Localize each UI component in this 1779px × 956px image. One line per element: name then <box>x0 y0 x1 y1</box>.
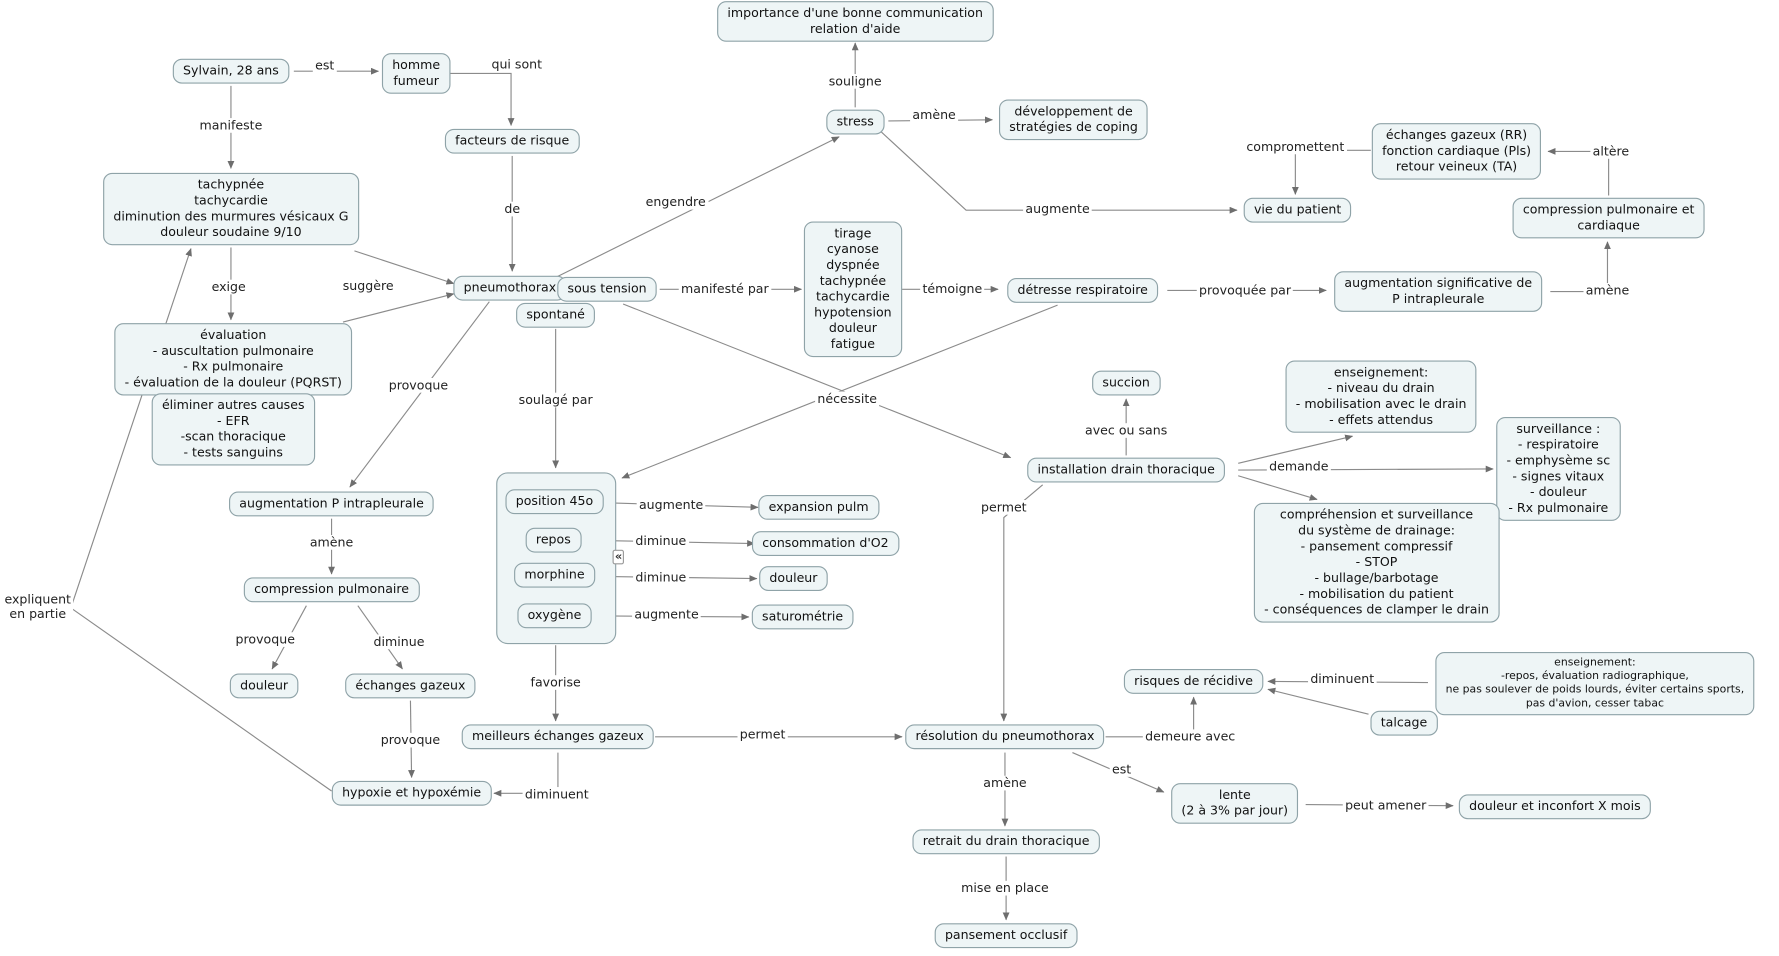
node-echanges-rr[interactable]: échanges gazeux (RR) fonction cardiaque … <box>1371 123 1542 180</box>
edge-label-temoigne[interactable]: témoigne <box>920 281 985 297</box>
node-communication[interactable]: importance d'une bonne communication rel… <box>717 1 994 42</box>
edge-label-demande[interactable]: demande <box>1266 459 1331 475</box>
edge-label-provoque-augp[interactable]: provoque <box>386 377 451 393</box>
node-compression-cardiaque[interactable]: compression pulmonaire et cardiaque <box>1512 197 1705 239</box>
edge-qui-sont <box>448 72 515 126</box>
edge-label-exige[interactable]: exige <box>209 279 249 295</box>
node-position-45[interactable]: position 45o <box>505 489 604 515</box>
edge-augmente-vie <box>879 130 1238 214</box>
edge-diminuent-talcage <box>1267 687 1369 715</box>
node-saturometrie[interactable]: saturométrie <box>751 604 854 630</box>
node-hypoxie[interactable]: hypoxie et hypoxémie <box>331 780 492 806</box>
edge-label-permet-resolution[interactable]: permet <box>978 500 1029 515</box>
edge-label-engendre[interactable]: engendre <box>643 194 708 210</box>
edge-compromettent <box>1291 149 1371 195</box>
edge-provoque-augp <box>349 301 490 488</box>
edge-label-provoquee-par[interactable]: provoquée par <box>1196 283 1294 298</box>
edge-suggere-evaluation <box>342 292 455 323</box>
edge-label-qui-sont[interactable]: qui sont <box>489 57 545 72</box>
node-consommation-o2[interactable]: consommation d'O2 <box>751 531 899 556</box>
edge-label-mise-en-place[interactable]: mise en place <box>958 880 1052 896</box>
edge-label-amene-coping[interactable]: amène <box>910 107 959 123</box>
node-vie-patient[interactable]: vie du patient <box>1243 197 1352 223</box>
edge-label-peut-amener[interactable]: peut amener <box>1342 798 1429 814</box>
node-douleur[interactable]: douleur <box>229 673 299 699</box>
node-enseignement-drain[interactable]: enseignement: - niveau du drain - mobili… <box>1285 360 1477 433</box>
node-retrait-drain[interactable]: retrait du drain thoracique <box>912 829 1100 855</box>
edge-label-amene-cp[interactable]: amène <box>307 535 356 550</box>
node-augmentation-sig[interactable]: augmentation significative de P intraple… <box>1334 271 1543 312</box>
edge-demande-enseignement <box>1238 434 1354 464</box>
node-signes-detresse[interactable]: tirage cyanose dyspnée tachypnée tachyca… <box>803 221 902 358</box>
node-eliminer-causes[interactable]: éliminer autres causes - EFR -scan thora… <box>151 393 315 466</box>
node-pneumothorax[interactable]: pneumothorax <box>453 275 567 301</box>
node-comprehension-drainage[interactable]: compréhension et surveillance du système… <box>1253 502 1500 623</box>
edge-label-est[interactable]: est <box>312 58 337 73</box>
node-installation-drain[interactable]: installation drain thoracique <box>1027 457 1226 483</box>
edge-label-diminue-douleur[interactable]: diminue <box>633 570 689 585</box>
edge-label-manifeste[interactable]: manifeste <box>197 118 265 133</box>
node-compression-pulmonaire[interactable]: compression pulmonaire <box>243 577 420 603</box>
edge-label-diminue-o2[interactable]: diminue <box>633 533 689 549</box>
node-sous-tension[interactable]: sous tension <box>557 276 657 302</box>
edge-label-demeure-avec[interactable]: demeure avec <box>1142 729 1238 745</box>
edge-label-provoque-hypoxie[interactable]: provoque <box>378 732 443 748</box>
node-morphine[interactable]: morphine <box>514 562 595 588</box>
edge-label-compromettent[interactable]: compromettent <box>1244 139 1347 155</box>
edge-permet-resolution <box>1000 484 1044 722</box>
edge-label-augmente-sat[interactable]: augmente <box>632 607 701 623</box>
edge-label-altere[interactable]: altère <box>1590 144 1632 159</box>
edge-label-augmente-expansion[interactable]: augmente <box>636 497 706 513</box>
node-evaluation[interactable]: évaluation - auscultation pulmonaire - R… <box>114 323 353 396</box>
node-spontane[interactable]: spontané <box>516 302 596 328</box>
node-sylvain[interactable]: Sylvain, 28 ans <box>172 58 290 84</box>
edge-label-soulage-par[interactable]: soulagé par <box>516 392 595 408</box>
edge-necessite-drain <box>622 303 1012 459</box>
node-augmentation-p[interactable]: augmentation P intrapleurale <box>229 491 435 517</box>
node-expansion-pulm[interactable]: expansion pulm <box>758 494 879 520</box>
node-detresse[interactable]: détresse respiratoire <box>1007 277 1159 303</box>
edge-label-suggere[interactable]: suggère <box>340 278 396 294</box>
edge-label-amene-retrait[interactable]: amène <box>980 775 1029 791</box>
edge-necessite-traitements <box>621 304 1058 479</box>
node-oxygene[interactable]: oxygène <box>517 603 592 629</box>
node-lente[interactable]: lente (2 à 3% par jour) <box>1171 783 1299 824</box>
node-resolution[interactable]: résolution du pneumothorax <box>905 724 1105 750</box>
node-douleur-inconfort[interactable]: douleur et inconfort X mois <box>1458 794 1651 820</box>
edge-label-favorise[interactable]: favorise <box>528 675 584 690</box>
node-stress[interactable]: stress <box>826 109 885 135</box>
node-talcage[interactable]: talcage <box>1370 710 1438 736</box>
edge-label-diminuent-hypoxie[interactable]: diminuent <box>522 787 591 802</box>
edge-suggere-symptomes <box>354 250 455 285</box>
node-pansement-occlusif[interactable]: pansement occlusif <box>934 923 1078 949</box>
edge-label-expliquent[interactable]: expliquent en partie <box>2 592 74 622</box>
edge-label-diminue-eg[interactable]: diminue <box>371 634 427 650</box>
edge-label-permet-meg[interactable]: permet <box>737 727 788 742</box>
edge-label-necessite[interactable]: nécessite <box>815 391 880 407</box>
node-echanges-gazeux[interactable]: échanges gazeux <box>345 673 476 699</box>
node-risques-recidive[interactable]: risques de récidive <box>1123 668 1264 694</box>
node-symptomes[interactable]: tachypnée tachycardie diminution des mur… <box>103 172 359 246</box>
edge-label-manifeste-par[interactable]: manifesté par <box>678 281 771 297</box>
edge-label-diminuent-risques[interactable]: diminuent <box>1308 671 1377 687</box>
node-repos[interactable]: repos <box>525 527 582 553</box>
node-douleur-traitee[interactable]: douleur <box>759 566 828 591</box>
node-surveillance[interactable]: surveillance : - respiratoire - emphysèm… <box>1496 416 1621 521</box>
node-succion[interactable]: succion <box>1092 370 1161 396</box>
node-coping[interactable]: développement de stratégies de coping <box>998 99 1149 141</box>
node-facteurs-risque[interactable]: facteurs de risque <box>444 128 580 154</box>
edge-label-provoque-douleur[interactable]: provoque <box>233 632 298 647</box>
edge-label-est-lente[interactable]: est <box>1109 762 1134 777</box>
edge-label-augmente-vie[interactable]: augmente <box>1023 201 1092 217</box>
edge-label-de[interactable]: de <box>502 201 523 217</box>
edge-label-avec-ou-sans[interactable]: avec ou sans <box>1082 423 1170 438</box>
node-enseignement-recidive[interactable]: enseignement: -repos, évaluation radiogr… <box>1435 652 1755 716</box>
node-homme-fumeur[interactable]: homme fumeur <box>381 53 451 94</box>
edge-label-amene-compression[interactable]: amène <box>1583 283 1632 298</box>
collapsed-indicator-icon[interactable]: « <box>612 549 625 565</box>
node-meilleurs-echanges[interactable]: meilleurs échanges gazeux <box>461 724 655 750</box>
edge-demande-comprehension <box>1238 475 1318 501</box>
edge-label-souligne[interactable]: souligne <box>826 74 884 89</box>
